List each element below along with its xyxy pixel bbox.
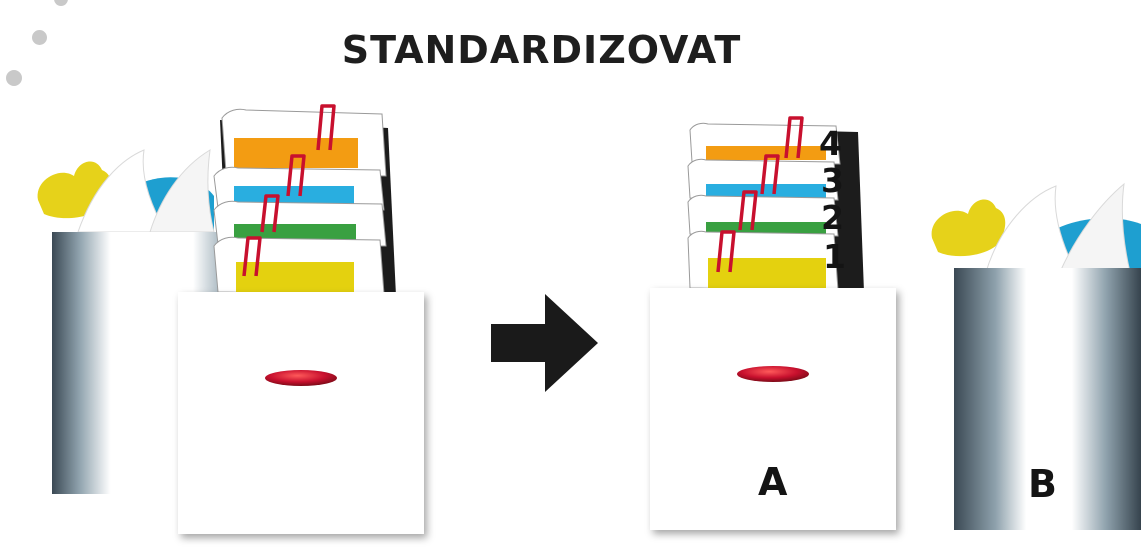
box-b-label: B [1028,462,1057,506]
right-waste-bin-icon [931,182,1141,530]
left-storage-box [178,292,424,534]
box-a-label: A [758,460,788,504]
left-tissue-white-1 [77,149,167,233]
right-folder-4 [689,122,841,165]
paper-clip-icon [716,116,804,273]
left-tissue-white-2 [149,149,215,233]
left-folder-1 [221,108,387,177]
drawer-handle-icon [737,366,809,382]
right-bin-body [954,268,1141,530]
left-folder-4 [213,236,385,295]
right-folder-stack [687,116,864,292]
right-arrow-icon [491,294,598,392]
right-tissue-white-1 [985,185,1077,273]
folder-number-2: 2 [821,198,844,237]
right-tissue-yellow [931,199,1006,257]
box-a [650,288,896,530]
decor-dot-1 [54,0,68,6]
drawer-handle-icon [265,370,337,386]
decor-dot-2 [32,30,47,45]
folder-number-4: 4 [819,124,842,163]
folder-number-1: 1 [823,237,846,276]
right-folder-2 [687,194,839,237]
right-folder-1 [687,230,839,291]
left-folder-stack [213,104,396,296]
page-title: STANDARDIZOVAT [341,28,742,72]
folder-number-3: 3 [821,161,844,200]
decor-dot-3 [6,70,22,86]
right-tissue-white-2 [1059,182,1131,273]
paper-clip-icon [242,104,336,277]
